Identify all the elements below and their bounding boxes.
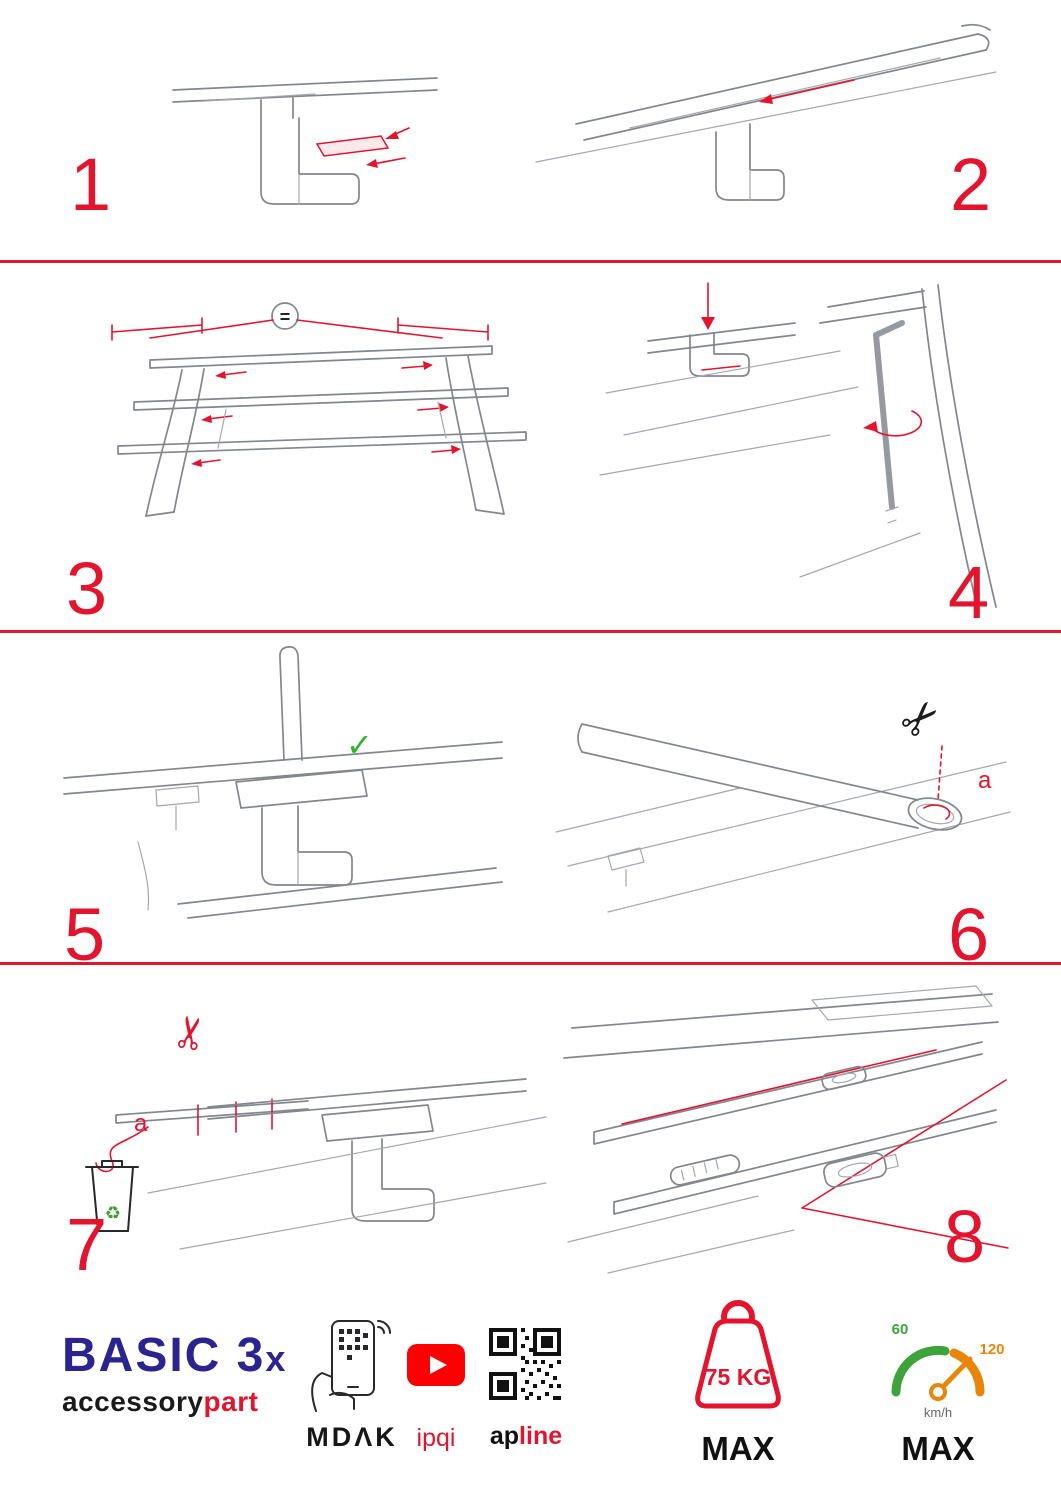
allen-key: [873, 320, 905, 510]
cross-bar-3: [117, 431, 527, 455]
speed-high-label: 120: [979, 1341, 1004, 1358]
divider-1: [0, 260, 1061, 263]
weight-max-icon: 75 KG: [695, 1300, 781, 1409]
dimension-left: [111, 317, 203, 341]
recycle-icon: ♻: [105, 1203, 121, 1224]
divider-2: [0, 630, 1061, 633]
t-bolt-small: [821, 1065, 867, 1091]
weight-value: 75 KG: [705, 1364, 771, 1390]
rail-strip: [669, 1154, 741, 1186]
step-4-number: 4: [948, 551, 990, 634]
insert-strip: [923, 804, 951, 820]
brand-subtitle: accessorypart: [62, 1386, 259, 1417]
cross-bar-1: [149, 345, 493, 369]
step-1-illustration: [172, 77, 438, 205]
equals-badge: [271, 302, 299, 330]
roof-bar-1: [593, 1041, 983, 1145]
weight-max-label: MAX: [701, 1430, 775, 1467]
step-3-illustration: =: [111, 302, 527, 517]
step-4-illustration: [599, 282, 997, 612]
trash-bin-icon: [85, 1160, 139, 1232]
clamp-block: [235, 769, 368, 809]
pin-rod: [279, 646, 303, 761]
hand: [311, 1372, 355, 1412]
clamp-block: [321, 1104, 434, 1142]
equals-sign: =: [280, 307, 291, 327]
scissors-icon: ✂: [163, 1010, 220, 1055]
step-8-number: 8: [944, 1195, 986, 1278]
door-frame: [921, 288, 979, 612]
brand-title-x: x: [265, 1338, 288, 1379]
label-a: a: [134, 1110, 148, 1137]
foot-right: [467, 355, 505, 515]
phone-qr-icon: [311, 1320, 391, 1412]
bracket: [689, 332, 750, 377]
cross-bar-2: [133, 387, 509, 411]
ipqi-logo: ipqi: [416, 1424, 456, 1452]
step-2-number: 2: [950, 143, 992, 226]
clamp: [260, 117, 360, 205]
step-1-number: 1: [70, 143, 112, 226]
step-2-illustration: [535, 23, 997, 201]
youtube-icon: [407, 1344, 465, 1386]
step-3-number: 3: [66, 547, 108, 630]
step-7-illustration: ✂ a ♻: [85, 1010, 547, 1250]
step-7-number: 7: [66, 1203, 108, 1286]
scissors-icon: ✂: [888, 686, 953, 751]
brand-title: BASIC 3x: [62, 1332, 287, 1380]
divider-3: [0, 962, 1061, 965]
step-5-illustration: ✓: [63, 646, 503, 919]
speed-max-label: MAX: [901, 1430, 975, 1467]
step-8-illustration: [563, 985, 1009, 1274]
step-5-number: 5: [64, 893, 106, 976]
foot-left: [145, 369, 183, 517]
speedometer-icon: 60 120 km/h: [891, 1321, 1005, 1420]
slide-arrow: [765, 79, 855, 101]
speed-low-label: 60: [892, 1321, 909, 1338]
roof-bar: [577, 723, 919, 829]
label-a: a: [978, 767, 992, 794]
check-icon: ✓: [346, 726, 373, 764]
apline-logo: apline: [489, 1422, 563, 1450]
dimension-right: [397, 317, 489, 341]
speed-unit: km/h: [924, 1405, 952, 1420]
t-bolt-large: [823, 1152, 899, 1188]
step-6-illustration: ✂ a: [555, 686, 1011, 913]
mdak-logo: MDΛK: [306, 1422, 398, 1452]
brand-title-main: BASIC 3: [62, 1329, 266, 1382]
clamp: [715, 123, 785, 201]
qr-code-icon: [489, 1328, 561, 1400]
rubber-pad: [315, 135, 390, 157]
clamp: [261, 805, 353, 886]
rotate-arrow: [869, 410, 923, 437]
step-6-number: 6: [948, 893, 990, 976]
brand-block: BASIC 3x accessorypart: [62, 1332, 287, 1416]
rubber-strip: [115, 1100, 309, 1124]
